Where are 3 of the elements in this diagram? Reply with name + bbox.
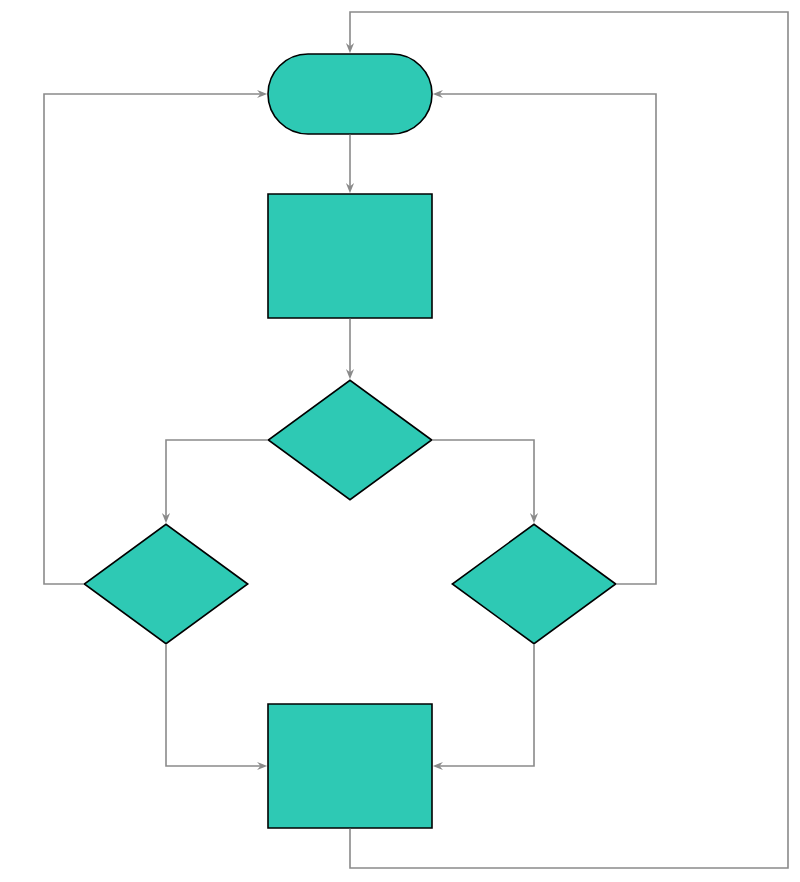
process-box bbox=[267, 703, 433, 829]
terminator-shape bbox=[267, 53, 433, 135]
process-box bbox=[267, 193, 433, 319]
